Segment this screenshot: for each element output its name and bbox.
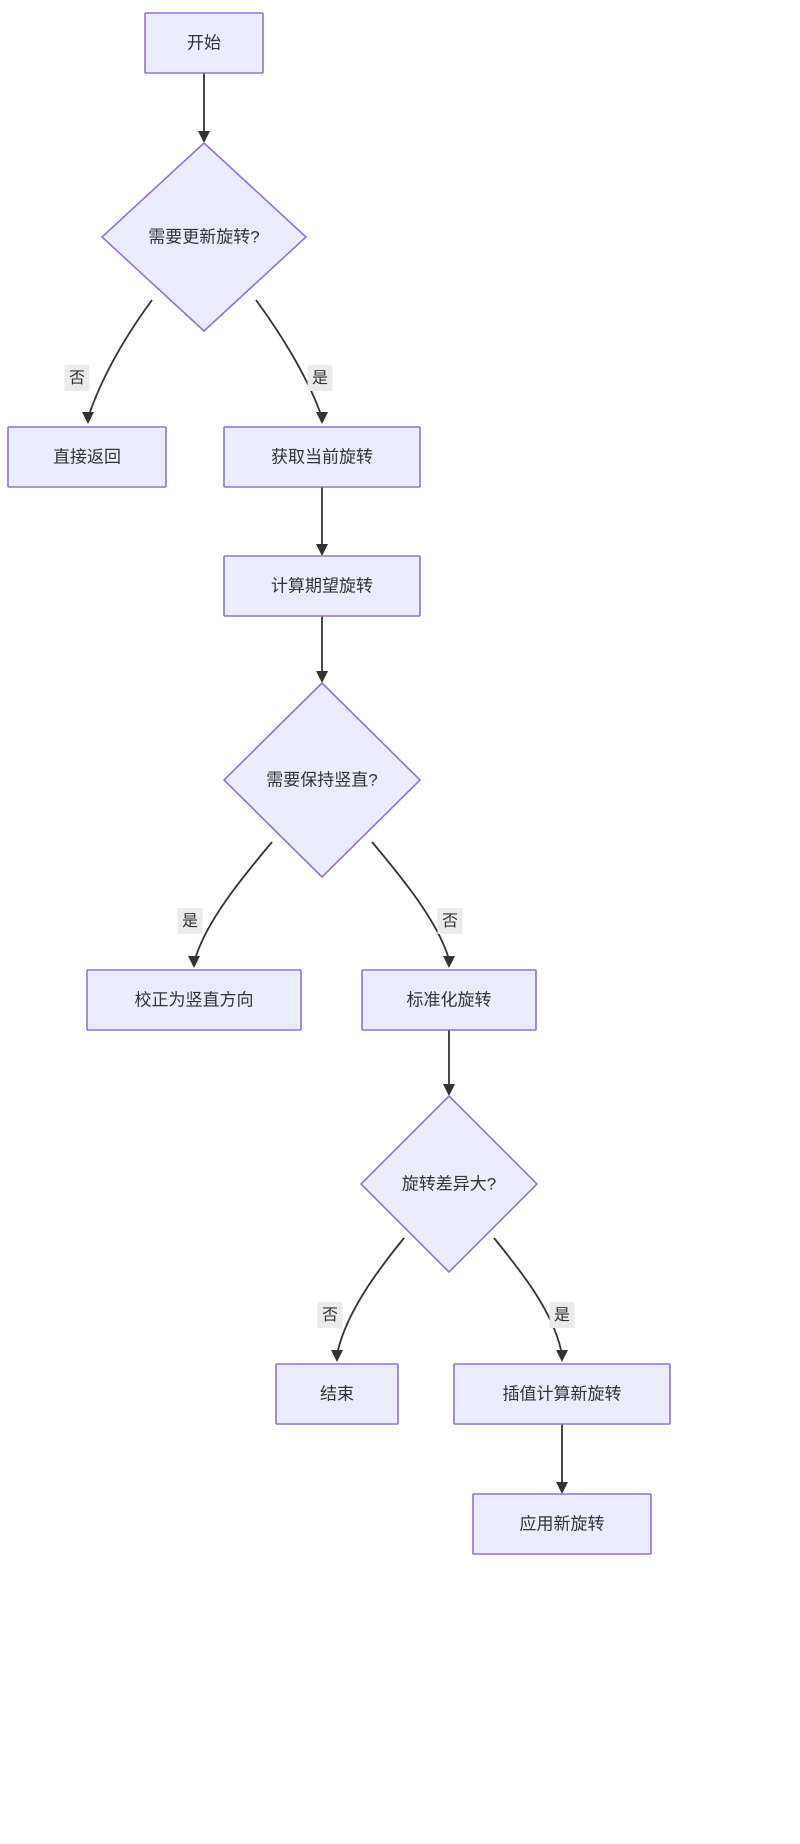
node-normalize[interactable]: 标准化旋转 <box>361 969 537 1031</box>
node-label: 旋转差异大? <box>402 1174 496 1193</box>
node-get_cur[interactable]: 获取当前旋转 <box>223 426 421 488</box>
node-need_update[interactable]: 需要更新旋转? <box>100 141 308 333</box>
edge-label-text: 否 <box>322 1307 338 1324</box>
edge-normalize-to-big_diff <box>443 1030 455 1096</box>
process-shape <box>223 426 421 488</box>
arrowhead-icon <box>443 956 455 968</box>
edge-label-text: 是 <box>554 1307 570 1324</box>
node-apply[interactable]: 应用新旋转 <box>472 1493 652 1555</box>
edge-start-to-need_update <box>198 73 210 143</box>
edge-line <box>337 1237 405 1351</box>
node-label: 直接返回 <box>53 447 121 466</box>
edge-label-keep_up-fix_up: 是 <box>177 908 203 934</box>
edge-label-keep_up-normalize: 否 <box>437 908 463 934</box>
edge-need_update-to-get_cur <box>255 299 328 424</box>
arrowhead-icon <box>198 131 210 143</box>
edge-line <box>371 841 449 957</box>
decision-shape <box>222 681 422 879</box>
process-shape <box>144 12 264 74</box>
arrowhead-icon <box>82 412 94 424</box>
edge-label-background <box>437 908 463 934</box>
edge-label-text: 是 <box>182 913 198 930</box>
process-shape <box>361 969 537 1031</box>
process-shape <box>275 1363 399 1425</box>
edge-big_diff-to-end <box>331 1237 405 1362</box>
edge-labels-layer: 否是是否否是 <box>64 365 575 1328</box>
edge-label-background <box>307 365 333 391</box>
node-slerp[interactable]: 插值计算新旋转 <box>453 1363 671 1425</box>
arrowhead-icon <box>188 956 200 968</box>
node-start[interactable]: 开始 <box>144 12 264 74</box>
arrowhead-icon <box>556 1482 568 1494</box>
node-fix_up[interactable]: 校正为竖直方向 <box>86 969 302 1031</box>
arrowhead-icon <box>316 671 328 683</box>
edge-calc_want-to-keep_up <box>316 616 328 683</box>
node-label: 结束 <box>320 1384 354 1403</box>
edge-label-text: 否 <box>442 913 458 930</box>
edge-label-need_update-get_cur: 是 <box>307 365 333 391</box>
edge-label-big_diff-slerp: 是 <box>549 1302 575 1328</box>
node-label: 需要更新旋转? <box>148 227 259 246</box>
arrowhead-icon <box>443 1084 455 1096</box>
edge-keep_up-to-fix_up <box>188 841 273 968</box>
edge-keep_up-to-normalize <box>371 841 455 968</box>
edge-big_diff-to-slerp <box>493 1237 568 1362</box>
node-keep_up[interactable]: 需要保持竖直? <box>222 681 422 879</box>
process-shape <box>7 426 167 488</box>
edge-get_cur-to-calc_want <box>316 487 328 556</box>
arrowhead-icon <box>316 412 328 424</box>
edge-label-need_update-direct_ret: 否 <box>64 365 90 391</box>
edge-line <box>493 1237 562 1351</box>
node-calc_want[interactable]: 计算期望旋转 <box>223 555 421 617</box>
arrowhead-icon <box>556 1350 568 1362</box>
edge-line <box>195 841 273 957</box>
node-label: 插值计算新旋转 <box>503 1384 622 1403</box>
edge-label-text: 是 <box>312 370 328 387</box>
edge-slerp-to-apply <box>556 1424 568 1494</box>
node-direct_ret[interactable]: 直接返回 <box>7 426 167 488</box>
decision-shape <box>359 1094 539 1274</box>
node-big_diff[interactable]: 旋转差异大? <box>359 1094 539 1274</box>
node-label: 应用新旋转 <box>520 1514 605 1533</box>
process-shape <box>86 969 302 1031</box>
edges-layer <box>82 73 568 1494</box>
node-label: 获取当前旋转 <box>271 447 373 466</box>
node-label: 开始 <box>187 33 221 52</box>
edge-label-big_diff-end: 否 <box>317 1302 343 1328</box>
process-shape <box>472 1493 652 1555</box>
decision-shape <box>100 141 308 333</box>
node-label: 计算期望旋转 <box>271 576 373 595</box>
edge-line <box>89 299 153 413</box>
edge-label-background <box>317 1302 343 1328</box>
arrowhead-icon <box>316 544 328 556</box>
edge-label-background <box>64 365 90 391</box>
node-label: 标准化旋转 <box>407 990 492 1009</box>
edge-label-background <box>549 1302 575 1328</box>
process-shape <box>453 1363 671 1425</box>
edge-line <box>255 299 321 413</box>
edge-label-background <box>177 908 203 934</box>
node-label: 校正为竖直方向 <box>135 990 254 1009</box>
edge-need_update-to-direct_ret <box>82 299 153 424</box>
edge-label-text: 否 <box>69 370 85 387</box>
arrowhead-icon <box>331 1350 343 1362</box>
node-end[interactable]: 结束 <box>275 1363 399 1425</box>
process-shape <box>223 555 421 617</box>
node-label: 需要保持竖直? <box>266 770 377 789</box>
